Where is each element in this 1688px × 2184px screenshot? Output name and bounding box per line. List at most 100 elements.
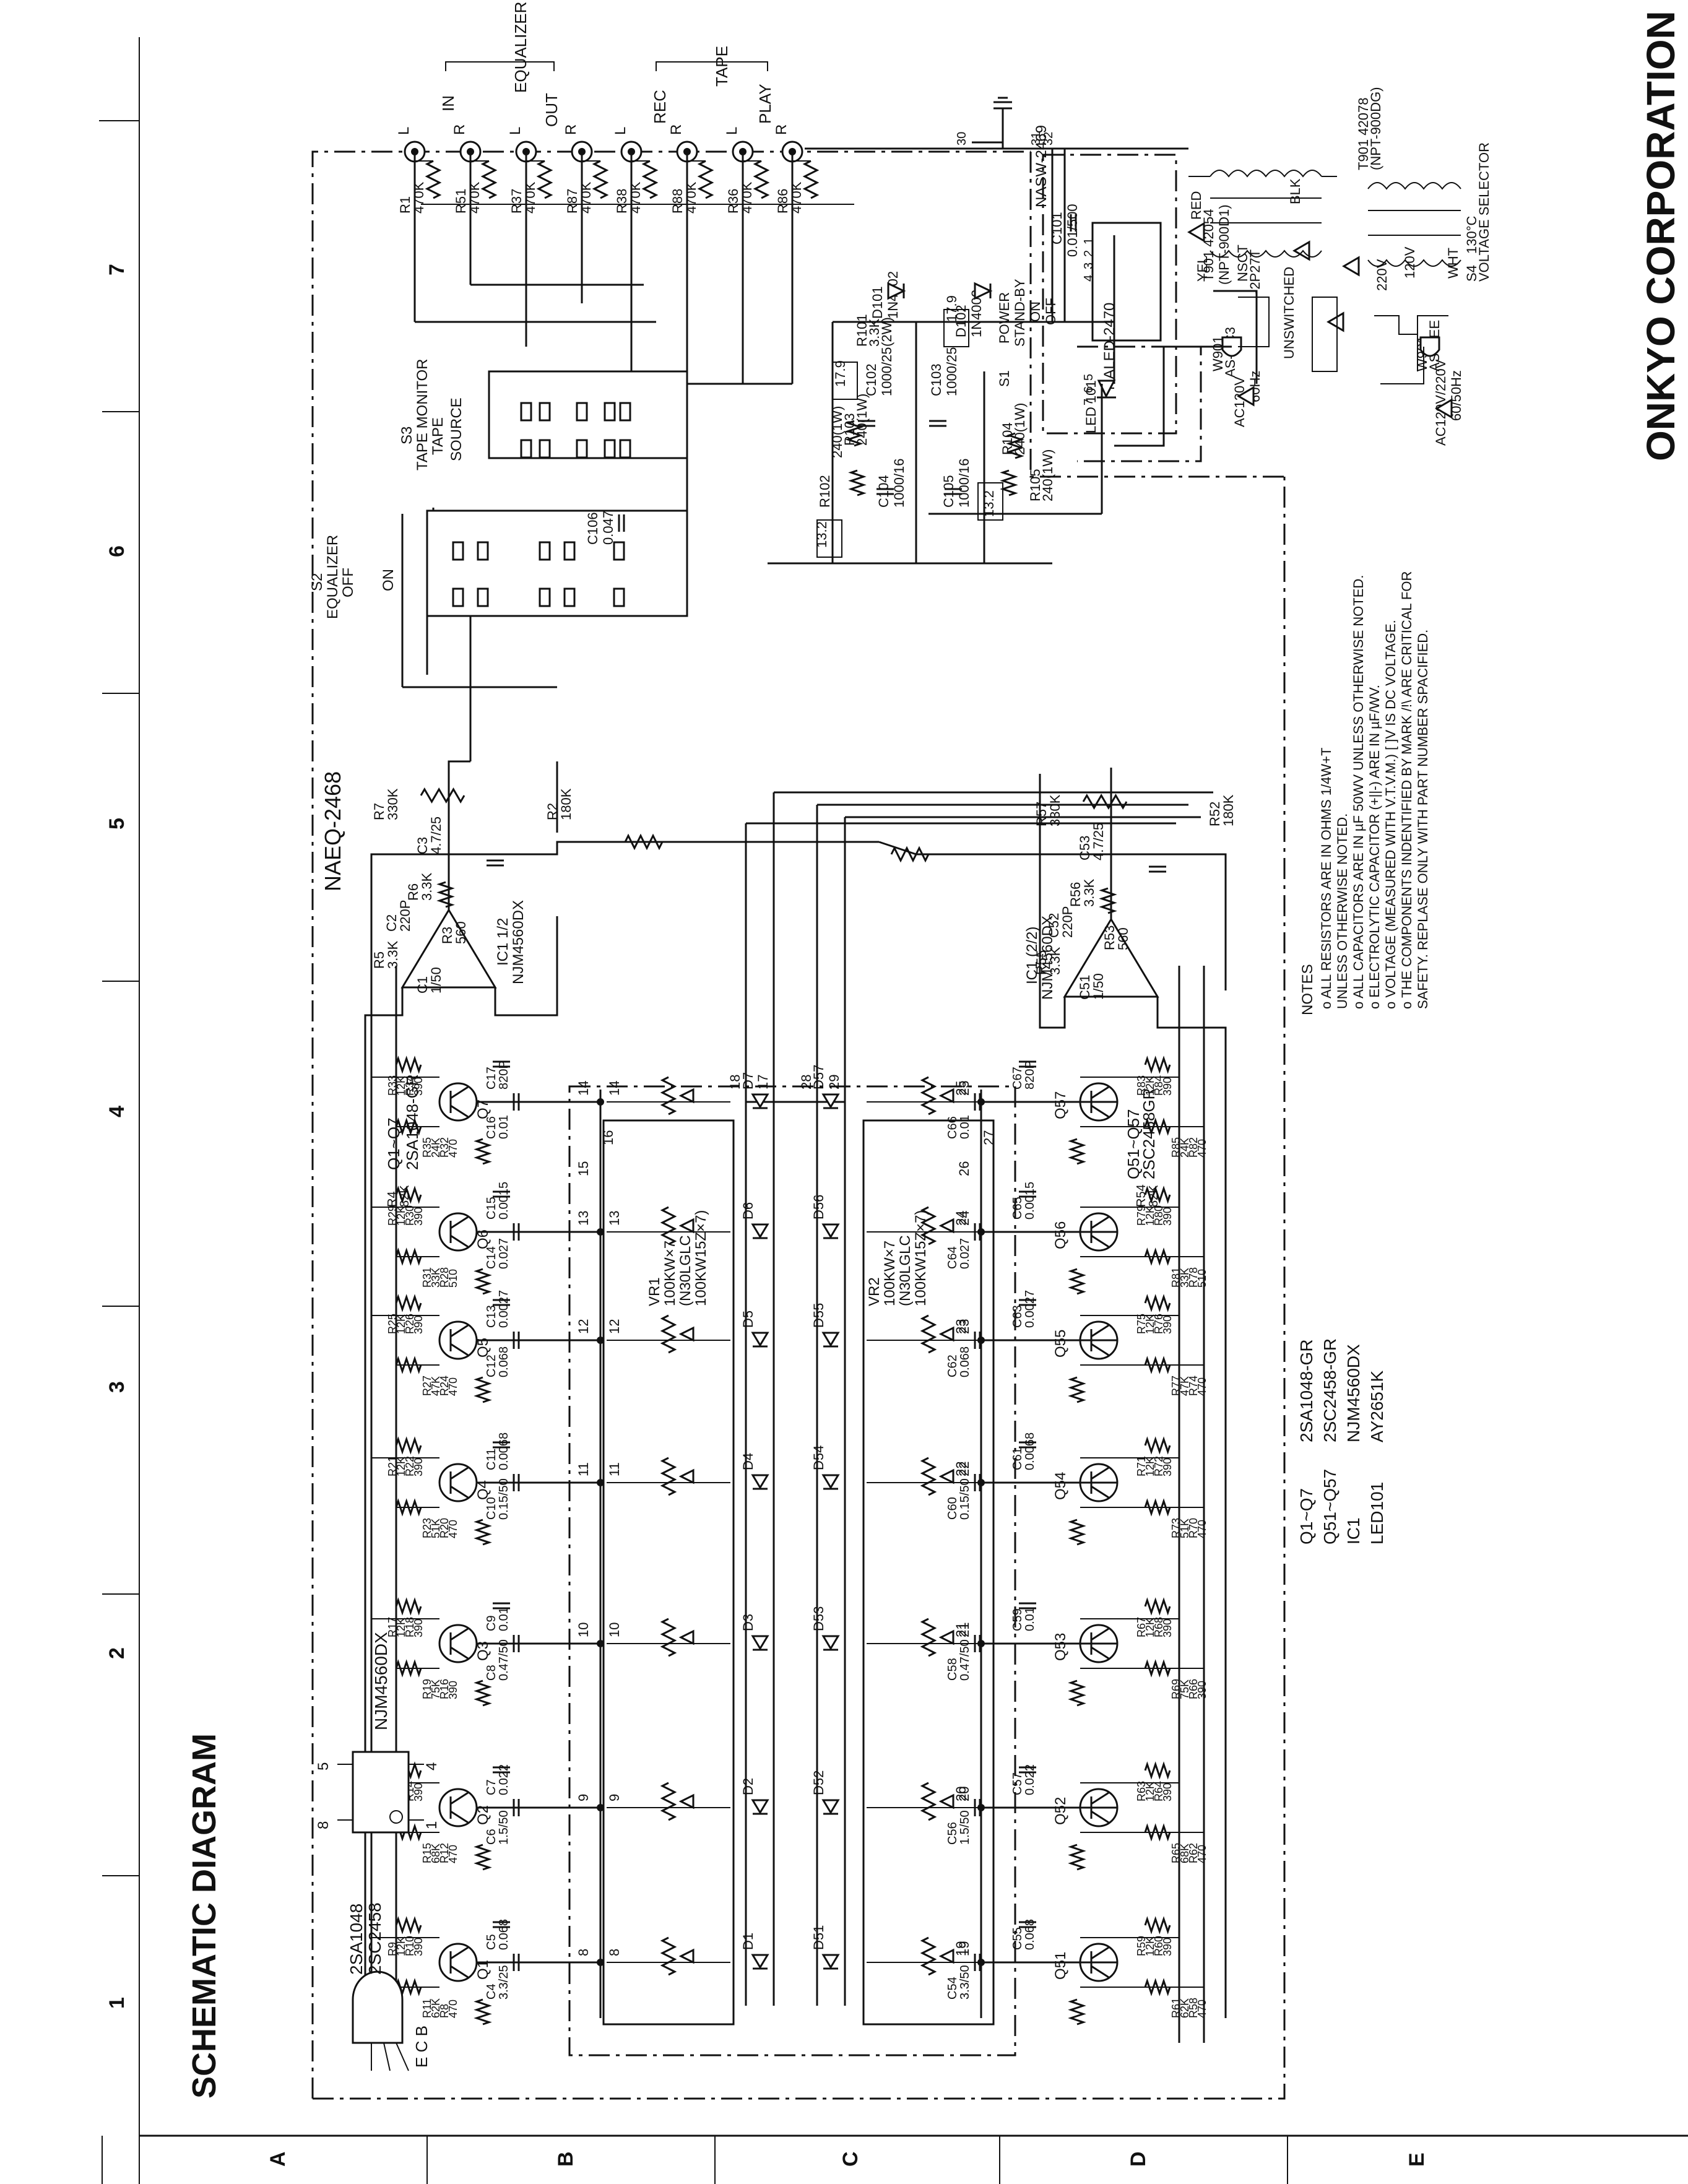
- bus-number: 17: [755, 1075, 771, 1090]
- dropper-resistor: [1000, 469, 1018, 496]
- band-cap-ref: C14: [485, 1246, 498, 1269]
- led-ref: D1: [740, 1933, 756, 1950]
- opamp-part-val: 4.7/25: [428, 817, 444, 854]
- led-ref: D51: [811, 1925, 826, 1950]
- jack-resistor-val: 470K: [522, 181, 538, 214]
- band-emitter-resistor: [1144, 1823, 1171, 1842]
- band-load-resistor: [474, 1844, 492, 1871]
- band-resistor-ref: R31: [421, 1267, 433, 1288]
- slider-led-d52: [821, 1799, 840, 1815]
- band-fbcap-ref: C57: [1011, 1772, 1024, 1795]
- band-resistor-val: 390: [1161, 1938, 1174, 1956]
- band-resistor-val: 390: [412, 1207, 425, 1226]
- safety-warning-icon: [1237, 386, 1255, 407]
- band-emitter-resistor: [1144, 1117, 1171, 1136]
- vr1-part: (N30LGLC: [677, 1235, 694, 1306]
- transistor-q6: [438, 1212, 478, 1252]
- opamp-part-ref: R53: [1102, 925, 1117, 950]
- band-series-cap: [513, 1635, 520, 1652]
- band-resistor-ref: R11: [421, 1998, 433, 2018]
- band-feedback-cap: [1019, 1060, 1036, 1068]
- legend-ref: LED101: [1367, 1482, 1387, 1545]
- jack-channel-label: L: [612, 127, 629, 135]
- connector-pin: 31: [1029, 132, 1043, 145]
- jack-channel-label: L: [724, 127, 740, 135]
- led-ref: D57: [811, 1065, 826, 1090]
- connector-pin: 32: [1042, 132, 1055, 145]
- opamp-feedback-resistor: [1082, 794, 1128, 810]
- switch-contact: [613, 587, 625, 607]
- jack-resistor-val: 470K: [628, 181, 643, 214]
- ic1-left-part: NJM4560DX: [510, 900, 527, 984]
- opamp-part-ref: C1: [415, 976, 430, 994]
- transistor-ref: Q52: [1052, 1797, 1069, 1825]
- band-resistor-val: 24K: [430, 1138, 442, 1158]
- ground-icon: [993, 97, 1012, 103]
- band-resistor-val: 68K: [1179, 1844, 1191, 1863]
- band-resistor-ref: R74: [1187, 1376, 1200, 1396]
- power-label-v3: 13.2: [814, 521, 829, 548]
- slider-wiper: [678, 1468, 695, 1484]
- power-label-c103: C103: [928, 363, 944, 396]
- s1-pos-standby: STAND-BY: [1012, 279, 1028, 347]
- switch-contact: [613, 541, 625, 561]
- band-fbcap-ref: C5: [485, 1934, 498, 1950]
- band-emitter-resistor: [1144, 1356, 1171, 1374]
- slider-wiper: [938, 1468, 954, 1484]
- jack-resistor: [697, 160, 714, 199]
- band-feedback-cap: [493, 1190, 510, 1198]
- connector-pin: 6: [1082, 386, 1096, 393]
- slider-led-d1: [751, 1954, 769, 1970]
- band-cap-val: 0.068: [497, 1346, 511, 1377]
- jack-resistor-val: 470K: [683, 181, 699, 214]
- power-label-c102_val: 1000/25: [879, 347, 894, 396]
- slider-pot-vr1: [660, 1936, 677, 1976]
- notes-title: NOTES: [1299, 964, 1316, 1015]
- voltage-box: [816, 519, 842, 558]
- band-load-resistor: [1068, 1844, 1086, 1871]
- band-resistor-ref: R67: [1135, 1617, 1148, 1637]
- jack-resistor-ref: R1: [397, 196, 413, 214]
- s1-name: POWER: [997, 292, 1012, 344]
- slider-led-d2: [751, 1799, 769, 1815]
- jack-channel-label: R: [773, 124, 790, 135]
- band-fbcap-ref: C65: [1011, 1197, 1024, 1220]
- r52-symbol: [890, 846, 930, 863]
- band-resistor-val: 470: [447, 1377, 459, 1396]
- band-resistor-ref: R15: [421, 1843, 433, 1863]
- band-node-number: 11: [576, 1462, 591, 1476]
- vr2-ref: VR2: [866, 1277, 883, 1306]
- band-resistor-ref: R18: [404, 1617, 416, 1637]
- slider-led-d4: [751, 1474, 769, 1490]
- led-ref: D55: [811, 1303, 826, 1328]
- transistor-q7: [438, 1082, 478, 1122]
- opamp-left-section: IC1 1/2 NJM4560DX R7330KC34.7/25R63.3KC2…: [364, 760, 879, 2000]
- band-cap-ref: C12: [485, 1354, 498, 1377]
- band-cap-ref: C10: [485, 1497, 498, 1520]
- jack-resistor: [592, 160, 609, 199]
- transistor-q2: [438, 1788, 478, 1827]
- jack-resistor: [536, 160, 553, 199]
- grid-col-4: 4: [105, 1106, 129, 1117]
- band-load-resistor: [474, 1376, 492, 1403]
- bus-number: 26: [956, 1161, 972, 1176]
- transistor-ref: Q53: [1052, 1633, 1069, 1661]
- band-resistor-ref: R12: [438, 1843, 451, 1863]
- band-resistor-val: 62K: [430, 1998, 442, 2018]
- switch-area: S3 TAPE MONITOR TAPE SOURCE S2 EQUALIZER…: [309, 155, 794, 761]
- band-cap-val: 1.5/50: [497, 1810, 511, 1845]
- band-load-resistor: [474, 1998, 492, 2026]
- dropper-resistor: [1006, 432, 1024, 459]
- band-resistor-val: 24K: [1179, 1138, 1191, 1158]
- switch-contact: [619, 439, 631, 459]
- slider-led-d6: [751, 1223, 769, 1239]
- part-legend: Q1~Q72SA1048-GRQ51~Q572SC2458-GRIC1NJM45…: [1297, 1338, 1387, 1545]
- note-line: UNLESS OTHERWISE NOTED.: [1335, 813, 1350, 1009]
- band-emitter-resistor: [395, 1659, 422, 1678]
- vr1-ref: VR1: [646, 1277, 663, 1306]
- bus-number: 18: [727, 1075, 743, 1090]
- band-cap-val: 1.5/50: [958, 1810, 972, 1845]
- band-feedback-cap: [1019, 1921, 1036, 1928]
- band-bias-resistor: [1144, 1761, 1171, 1780]
- note-line: o THE COMPONENTS INDENTIFIED BY MARK /!\…: [1399, 571, 1414, 1009]
